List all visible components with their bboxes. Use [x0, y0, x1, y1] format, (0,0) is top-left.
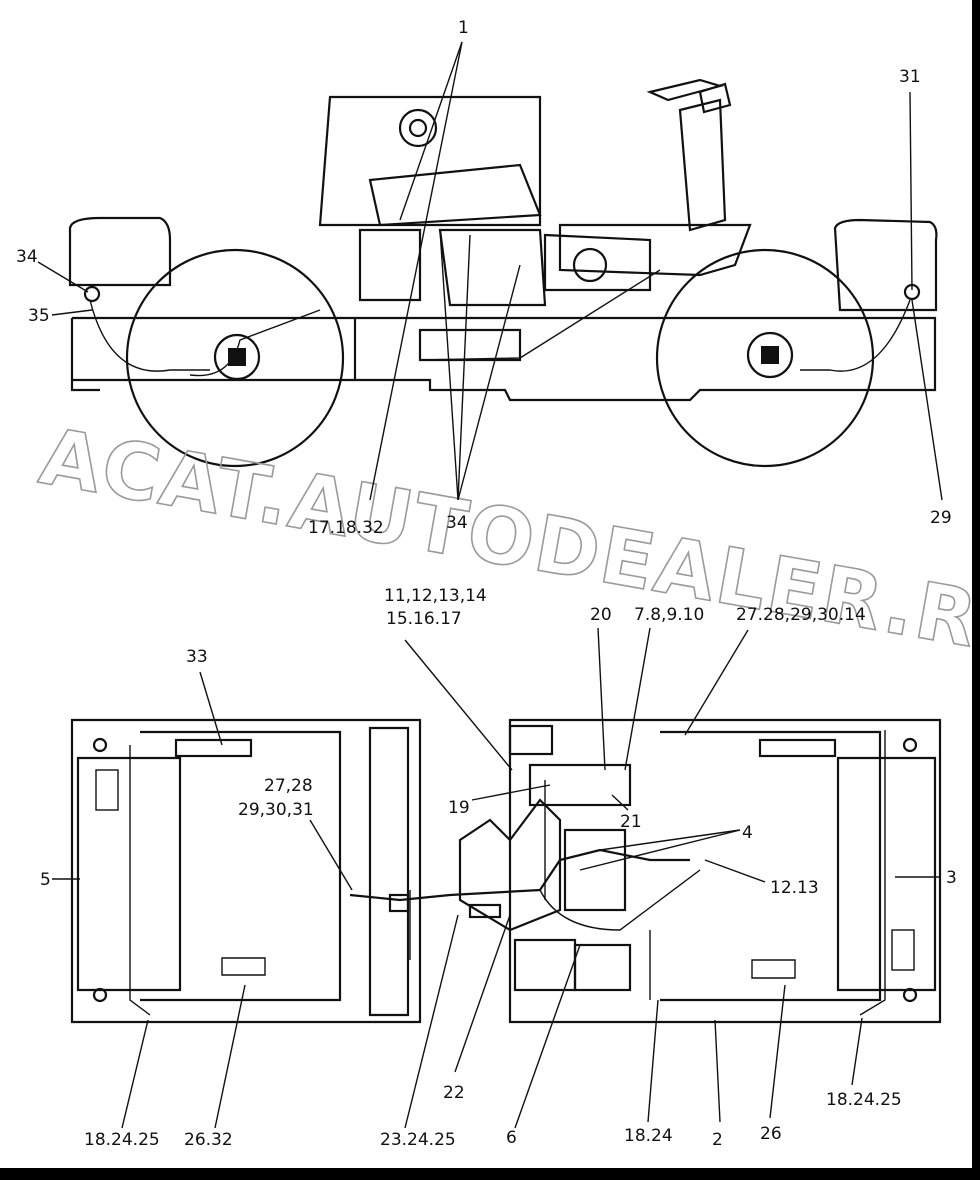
- left-drum: [125, 248, 345, 468]
- engine-hood: [318, 95, 542, 227]
- callout-labels: 1 31 34 35 17.18.32 34 29 11,12,13,14 15…: [16, 18, 957, 1150]
- left-hub: [213, 333, 261, 381]
- watermark: ACAT.AUTODEALER.RU: [33, 411, 980, 678]
- callout-34-bottom: 34: [446, 513, 468, 533]
- callout-3: 3: [946, 868, 957, 888]
- callout-29: 29: [930, 508, 952, 528]
- callout-29-31: 29,30,31: [238, 800, 314, 820]
- leader-lines: [37, 41, 943, 1129]
- callout-7-10: 7.8,9.10: [634, 605, 704, 625]
- callout-34-left: 34: [16, 247, 38, 267]
- callout-2: 2: [712, 1130, 723, 1150]
- callout-18-24: 18.24: [624, 1126, 673, 1146]
- callout-23-24-25: 23.24.25: [380, 1130, 456, 1150]
- main-frame: [72, 316, 937, 402]
- callout-20: 20: [590, 605, 612, 625]
- right-tank: [833, 218, 938, 312]
- roller-top-view: [70, 718, 942, 1024]
- callout-6: 6: [506, 1128, 517, 1148]
- callout-12-13: 12.13: [770, 878, 819, 898]
- callout-26-32: 26.32: [184, 1130, 233, 1150]
- left-frame: [70, 718, 422, 1024]
- callout-21: 21: [620, 812, 642, 832]
- callout-17-18-32: 17.18.32: [308, 518, 384, 538]
- callout-31: 31: [899, 67, 921, 87]
- roller-side-view: [68, 78, 938, 468]
- callout-4: 4: [742, 823, 753, 843]
- right-border-bar: [972, 0, 980, 1180]
- steering-column: [678, 98, 727, 232]
- callout-5: 5: [40, 870, 51, 890]
- left-drum-top: [76, 756, 182, 992]
- callout-26: 26: [760, 1124, 782, 1144]
- fuse-box: [528, 763, 632, 807]
- callout-11-14: 11,12,13,14: [384, 586, 487, 606]
- right-frame: [508, 718, 942, 1024]
- watermark-text: ACAT.AUTODEALER.RU: [34, 412, 980, 677]
- callout-33: 33: [186, 647, 208, 667]
- callout-35: 35: [28, 306, 50, 326]
- callout-1: 1: [458, 18, 469, 38]
- right-drum-top: [836, 756, 937, 992]
- bottom-border-bar: [0, 1168, 980, 1180]
- callout-27-28: 27,28: [264, 776, 313, 796]
- callout-15-17: 15.16.17: [386, 609, 462, 629]
- callout-22: 22: [443, 1083, 465, 1103]
- pulley: [398, 108, 438, 148]
- callout-18-24-25-left: 18.24.25: [84, 1130, 160, 1150]
- callout-18-24-25-right: 18.24.25: [826, 1090, 902, 1110]
- callout-19: 19: [448, 798, 470, 818]
- engine-block: [438, 228, 547, 307]
- callout-27-30-14: 27.28,29,30.14: [736, 605, 866, 625]
- right-hub: [746, 331, 794, 379]
- left-tank: [68, 216, 172, 287]
- right-drum: [655, 248, 875, 468]
